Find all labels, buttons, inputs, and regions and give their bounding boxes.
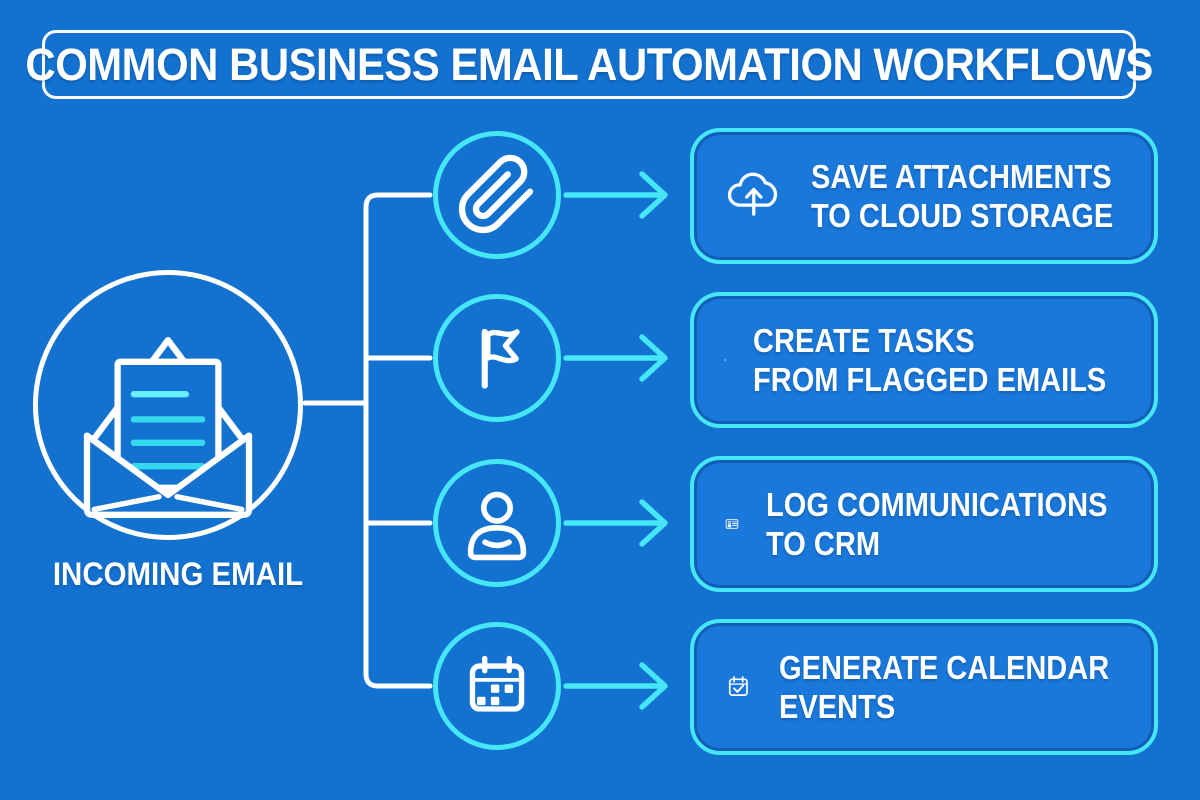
user-icon — [467, 491, 527, 561]
card-label-line2: EVENTS — [778, 688, 895, 725]
workflow-card-attachments: SAVE ATTACHMENTS TO CLOUD STORAGE — [690, 128, 1158, 264]
card-label: LOG COMMUNICATIONS TO CRM — [766, 485, 1154, 563]
task-list-icon — [724, 359, 726, 361]
page-title: COMMON BUSINESS EMAIL AUTOMATION WORKFLO… — [25, 38, 1153, 90]
trigger-node-crm — [433, 459, 561, 587]
workflow-card-tasks: CREATE TASKS FROM FLAGGED EMAILS — [690, 292, 1158, 428]
workflow-card-calendar: GENERATE CALENDAR EVENTS — [690, 619, 1158, 755]
card-label-line2: TO CRM — [765, 525, 880, 562]
flow-arrow-tasks — [563, 334, 668, 382]
title-banner: COMMON BUSINESS EMAIL AUTOMATION WORKFLO… — [25, 30, 1153, 99]
card-label-line1: SAVE ATTACHMENTS — [810, 158, 1112, 195]
card-label-line1: CREATE TASKS — [752, 322, 975, 359]
flow-arrow-crm — [563, 499, 668, 547]
workflow-card-crm: LOG COMMUNICATIONS TO CRM — [690, 456, 1158, 592]
calendar-icon — [469, 655, 525, 712]
trigger-node-attachments — [433, 131, 561, 259]
card-label: GENERATE CALENDAR EVENTS — [779, 648, 1154, 726]
open-envelope-icon — [83, 337, 253, 518]
trigger-node-tasks — [433, 294, 561, 422]
flow-arrow-attachments — [563, 171, 668, 219]
cloud-upload-icon — [727, 172, 778, 216]
incoming-email-label: INCOMING EMAIL — [52, 556, 304, 592]
calendar-check-icon — [728, 676, 748, 696]
incoming-email-node — [33, 270, 303, 540]
card-label: CREATE TASKS FROM FLAGGED EMAILS — [753, 321, 1154, 399]
flow-arrow-calendar — [563, 662, 668, 710]
card-label-line1: GENERATE CALENDAR — [778, 649, 1109, 686]
flag-icon — [481, 328, 520, 389]
contact-card-icon — [725, 519, 739, 529]
paperclip-icon — [458, 154, 534, 234]
card-label-line2: TO CLOUD STORAGE — [810, 197, 1113, 234]
trigger-node-calendar — [433, 622, 561, 750]
card-label-line2: FROM FLAGGED EMAILS — [752, 361, 1106, 398]
card-label: SAVE ATTACHMENTS TO CLOUD STORAGE — [811, 157, 1154, 235]
trunk-line — [363, 192, 433, 689]
card-label-line1: LOG COMMUNICATIONS — [765, 486, 1108, 523]
